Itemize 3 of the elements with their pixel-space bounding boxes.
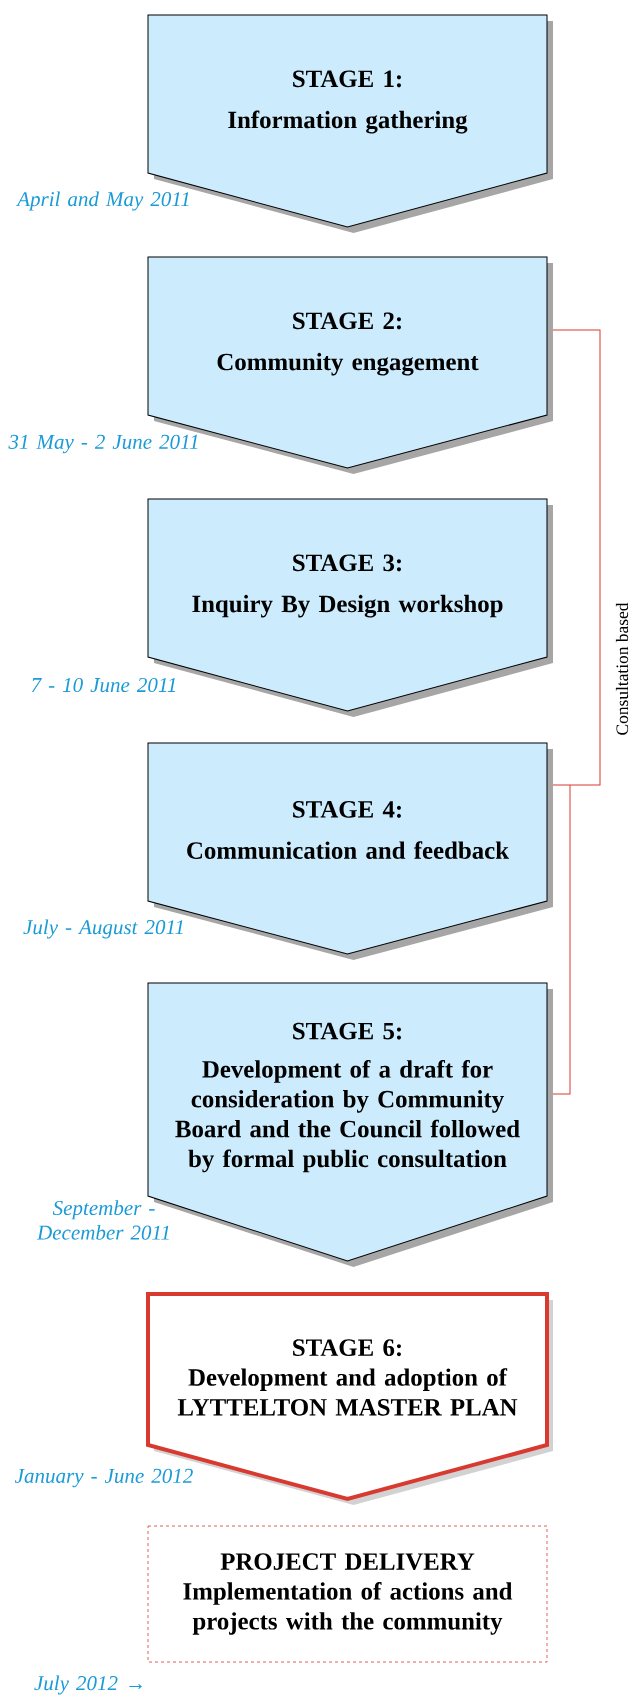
stage-box: PROJECT DELIVERY Implementation of actions and projects with the community xyxy=(147,1525,548,1663)
date-label: July 2012 → xyxy=(34,1675,142,1695)
bracket-label: Consultation based xyxy=(615,602,629,735)
